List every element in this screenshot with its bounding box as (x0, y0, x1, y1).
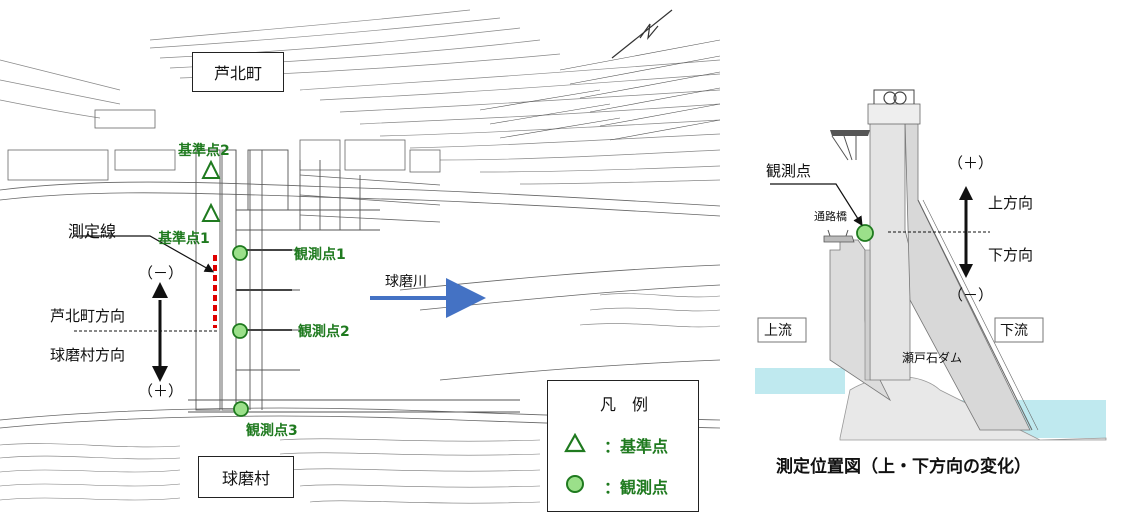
obs-point-3-marker (233, 401, 249, 417)
section-plus-label: （＋） (948, 154, 994, 172)
town-north-label: 芦北町 (192, 52, 284, 92)
legend-obs-label: ：観測点 (604, 478, 669, 497)
bridge-label: 通路橋 (814, 210, 847, 223)
section-obs-label: 観測点 (766, 162, 812, 180)
dam-name-label: 瀬戸石ダム (902, 351, 963, 365)
green-circle-icon (566, 475, 584, 493)
obs-point-1-marker (232, 245, 248, 261)
measure-line-label: 測定線 (68, 222, 117, 241)
section-up-label: 上方向 (988, 194, 1034, 212)
obs-point-2-label: 観測点2 (298, 324, 350, 340)
obs-point-3-label: 観測点3 (246, 423, 298, 439)
kuma-direction-label: 球磨村方向 (50, 346, 126, 364)
downstream-label: 下流 (1000, 323, 1028, 339)
legend-box: 凡 例 ：基準点 ：観測点 (547, 380, 699, 512)
obs-point-2-marker (232, 323, 248, 339)
section-down-label: 下方向 (988, 246, 1034, 264)
legend-base-label: ：基準点 (604, 437, 669, 456)
base-point-1-label: 基準点1 (158, 231, 210, 247)
section-caption: 測定位置図（上・下方向の変化） (776, 457, 1031, 477)
legend-title: 凡 例 (600, 395, 649, 414)
minus-direction-label: （－） (138, 264, 184, 282)
plus-direction-label: （＋） (138, 382, 184, 400)
section-obs-marker (856, 224, 874, 242)
town-south-label: 球磨村 (198, 456, 294, 498)
obs-point-1-label: 観測点1 (294, 247, 346, 263)
upstream-label: 上流 (764, 323, 792, 339)
base-point-2-label: 基準点2 (178, 143, 230, 159)
base-point-1-marker (201, 202, 221, 222)
contour-lines (0, 9, 720, 185)
dam-section-diagram (755, 89, 1107, 441)
ashikita-direction-label: 芦北町方向 (50, 307, 126, 325)
north-arrow-icon (611, 9, 673, 59)
green-triangle-icon (564, 433, 586, 453)
base-point-2-marker (201, 159, 221, 179)
river-label: 球磨川 (385, 274, 427, 290)
section-minus-label: （－） (948, 286, 994, 304)
